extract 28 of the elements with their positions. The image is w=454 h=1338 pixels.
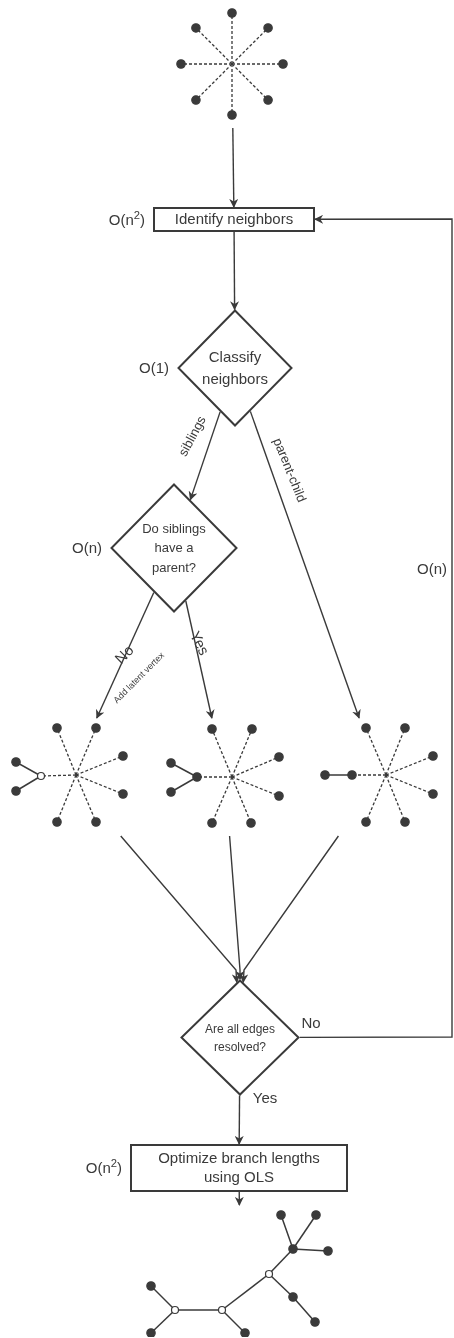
arrow	[249, 410, 361, 719]
node-text: Identify neighbors	[174, 209, 294, 230]
node-text: Are all edges resolved?	[203, 1020, 276, 1056]
arrow	[239, 835, 340, 984]
arrow	[188, 411, 221, 501]
node-text: Classify neighbors	[201, 346, 269, 389]
arrow	[229, 127, 239, 208]
node-text: Optimize branch lengths using OLS	[157, 1149, 321, 1187]
arrow	[120, 835, 241, 984]
complexity-label: O(n)	[72, 537, 102, 558]
process-box	[153, 207, 315, 232]
arrow	[230, 231, 240, 311]
arrow	[234, 1191, 244, 1206]
process-box	[130, 1144, 348, 1192]
complexity-label: O(n$^{2}$)	[85, 1156, 122, 1178]
complexity-label: O(n$^{2}$)	[108, 208, 145, 230]
note-label: O(n)	[417, 560, 447, 576]
arrow	[185, 600, 215, 719]
edge-label: No	[301, 1014, 321, 1030]
complexity-label: O(1)	[139, 357, 169, 378]
arrow	[96, 591, 155, 719]
node-text: Do siblings have a parent?	[141, 519, 207, 577]
arrow	[234, 1094, 244, 1145]
arrow	[299, 214, 453, 1039]
edge-label: Yes	[187, 628, 213, 658]
arrow	[228, 835, 245, 980]
decision-diamond	[110, 483, 238, 613]
edge-label: Yes	[252, 1089, 278, 1105]
